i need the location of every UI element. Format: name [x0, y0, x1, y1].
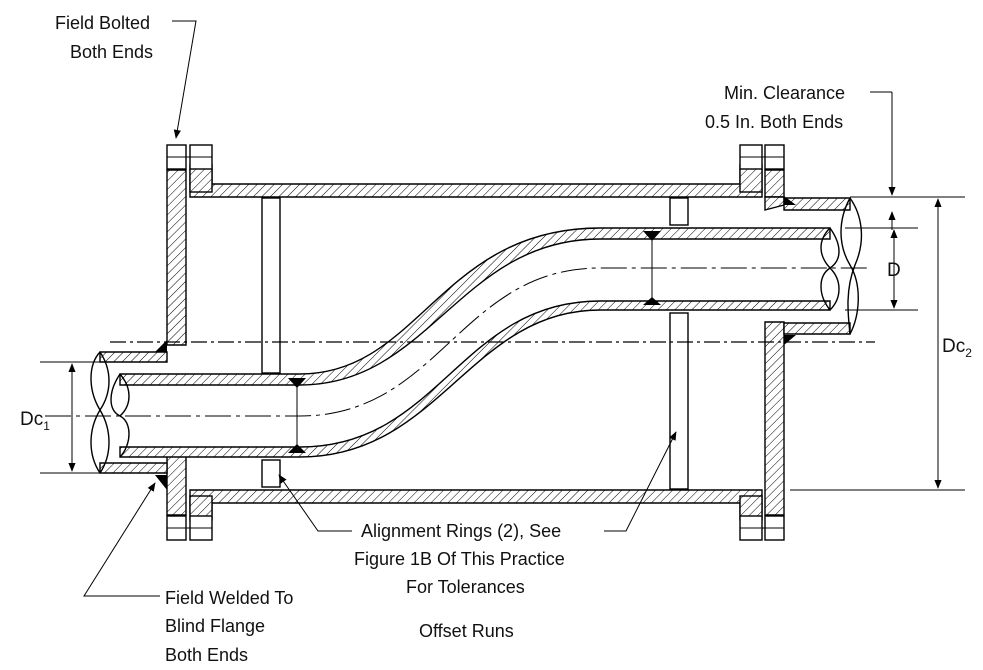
label-alignment-1: Alignment Rings (2), See — [361, 521, 561, 541]
dim-dc1 — [40, 361, 100, 474]
left-flange — [166, 144, 213, 541]
label-min-clearance-2: 0.5 In. Both Ends — [705, 112, 843, 132]
label-field-welded-3: Both Ends — [165, 645, 248, 665]
right-casing-stub — [783, 197, 863, 335]
label-alignment-3: For Tolerances — [406, 577, 525, 597]
label-alignment-2: Figure 1B Of This Practice — [354, 549, 565, 569]
label-min-clearance-1: Min. Clearance — [724, 83, 845, 103]
dim-dc2 — [790, 196, 965, 491]
dim-label-dc1: Dc1 — [20, 409, 50, 433]
label-field-welded-1: Field Welded To — [165, 588, 293, 608]
label-field-bolted-1: Field Bolted — [55, 13, 150, 33]
leaders — [83, 20, 677, 597]
carrier-pipe — [45, 227, 870, 458]
dim-d — [845, 227, 918, 311]
alignment-rings — [261, 197, 689, 490]
left-casing-stub — [90, 351, 168, 474]
dim-label-dc2: Dc2 — [942, 336, 972, 360]
dim-clearance — [870, 91, 896, 230]
dim-label-d: D — [887, 260, 901, 281]
label-field-bolted-2: Both Ends — [70, 42, 153, 62]
caption-offset-runs: Offset Runs — [419, 621, 514, 641]
label-field-welded-2: Blind Flange — [165, 616, 265, 636]
right-flange — [739, 144, 785, 541]
welds — [155, 196, 796, 490]
